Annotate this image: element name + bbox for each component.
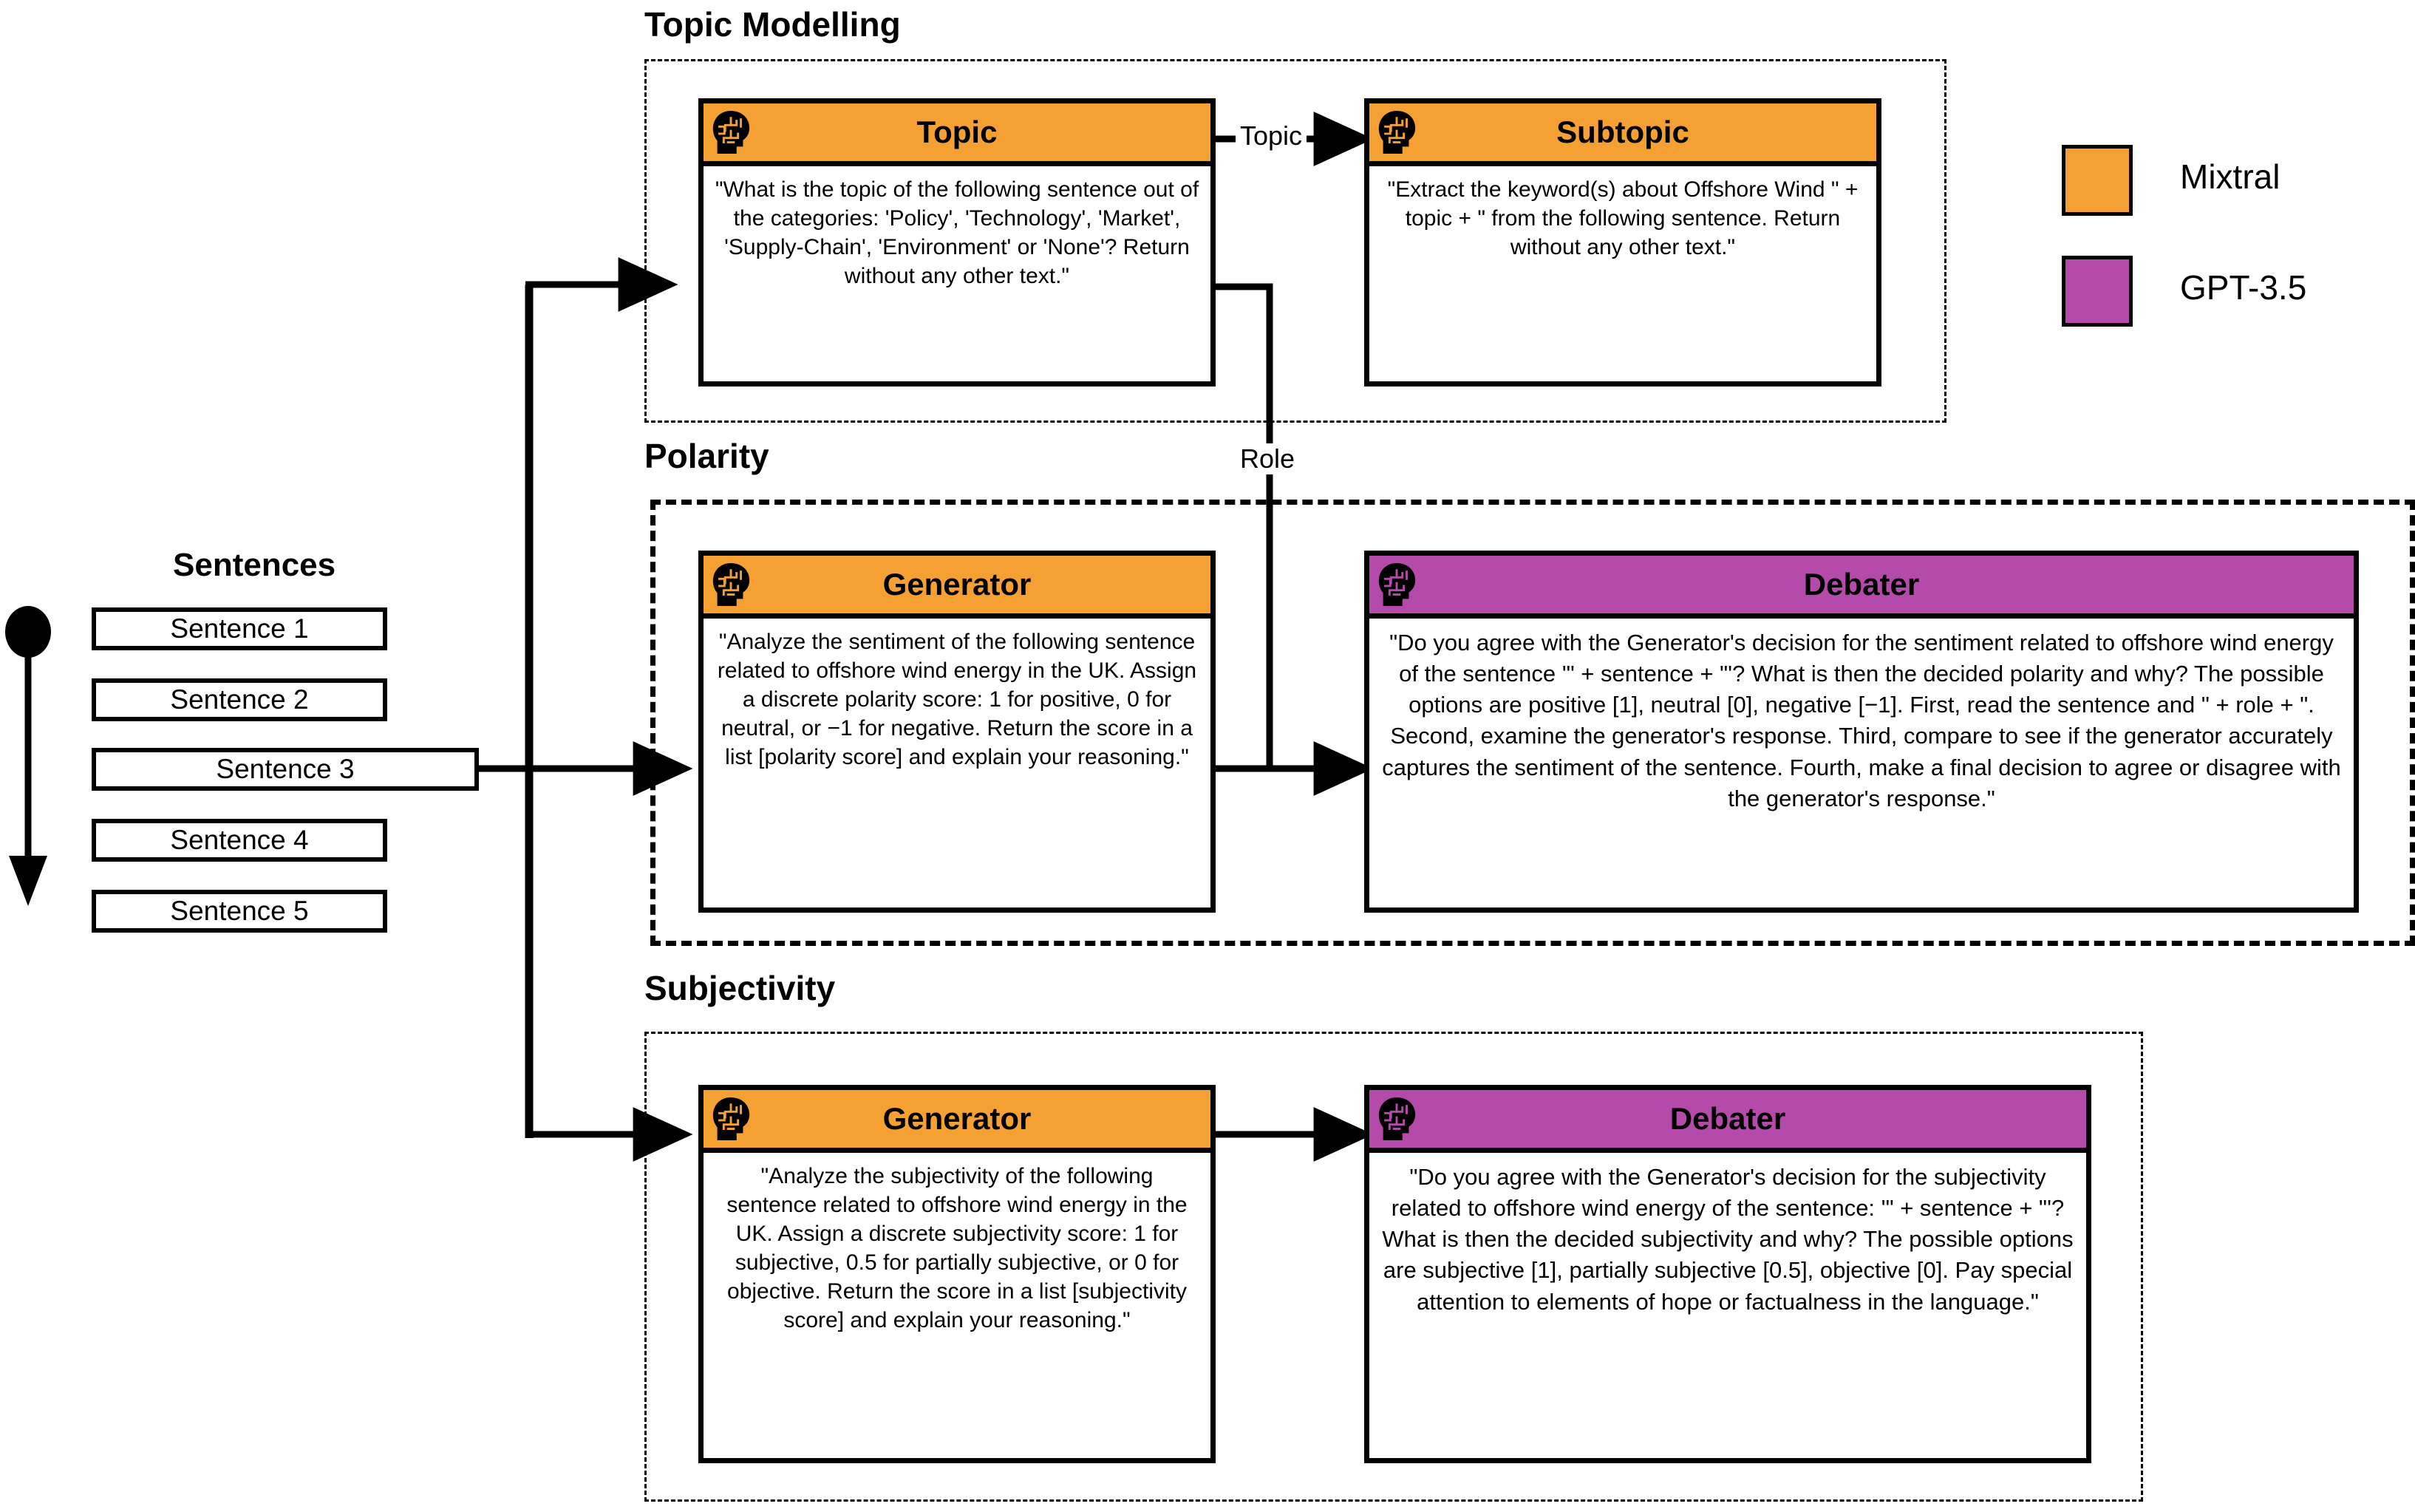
section-box-polarity bbox=[650, 500, 2415, 946]
node-polarity-generator-title: Generator bbox=[882, 567, 1032, 602]
node-polarity-debater-prompt: "Do you agree with the Generator's decis… bbox=[1382, 630, 2341, 811]
ai-head-icon bbox=[1378, 1097, 1416, 1140]
section-title-subjectivity: Subjectivity bbox=[644, 969, 836, 1007]
node-topic-prompt: "What is the topic of the following sent… bbox=[715, 177, 1199, 288]
list-item[interactable]: Sentence 4 bbox=[92, 819, 387, 862]
edge-label-topic: Topic bbox=[1236, 120, 1307, 151]
node-subjectivity-generator-prompt: "Analyze the subjectivity of the followi… bbox=[726, 1164, 1188, 1332]
node-polarity-debater-title: Debater bbox=[1803, 567, 1920, 602]
node-subtopic-title: Subtopic bbox=[1556, 115, 1689, 149]
list-item[interactable]: Sentence 1 bbox=[92, 607, 387, 650]
node-subjectivity-generator-title: Generator bbox=[882, 1101, 1032, 1136]
node-polarity-debater[interactable]: Debater "Do you agree with the Generator… bbox=[1364, 551, 2359, 913]
ai-head-icon bbox=[712, 111, 750, 154]
legend-swatch-gpt bbox=[2062, 256, 2133, 327]
section-title-polarity: Polarity bbox=[644, 437, 769, 475]
node-subjectivity-debater[interactable]: Debater "Do you agree with the Generator… bbox=[1364, 1085, 2091, 1463]
node-topic-header: Topic bbox=[704, 103, 1210, 166]
node-polarity-generator-header: Generator bbox=[704, 556, 1210, 619]
legend-swatch-mixtral bbox=[2062, 145, 2133, 216]
node-polarity-generator-prompt: "Analyze the sentiment of the following … bbox=[717, 630, 1197, 769]
ai-head-icon bbox=[712, 563, 750, 606]
node-subjectivity-debater-prompt: "Do you agree with the Generator's decis… bbox=[1382, 1164, 2074, 1315]
sentence-flow-arrow bbox=[5, 606, 51, 906]
section-title-topic-modelling: Topic Modelling bbox=[644, 5, 901, 44]
node-subtopic-prompt: "Extract the keyword(s) about Offshore W… bbox=[1387, 177, 1859, 259]
edge-label-role: Role bbox=[1236, 443, 1300, 474]
node-polarity-debater-header: Debater bbox=[1369, 556, 2354, 619]
legend-label-mixtral: Mixtral bbox=[2180, 157, 2281, 196]
node-topic[interactable]: Topic "What is the topic of the followin… bbox=[698, 98, 1216, 386]
list-item[interactable]: Sentence 3 bbox=[92, 748, 479, 791]
ai-head-icon bbox=[712, 1097, 750, 1140]
list-item[interactable]: Sentence 5 bbox=[92, 890, 387, 933]
section-box-topic-modelling bbox=[644, 59, 1946, 423]
ai-head-icon bbox=[1378, 563, 1416, 606]
node-subjectivity-generator[interactable]: Generator "Analyze the subjectivity of t… bbox=[698, 1085, 1216, 1463]
node-subjectivity-debater-header: Debater bbox=[1369, 1090, 2086, 1153]
node-subjectivity-generator-header: Generator bbox=[704, 1090, 1210, 1153]
node-subtopic-header: Subtopic bbox=[1369, 103, 1876, 166]
ai-head-icon bbox=[1378, 111, 1416, 154]
node-subtopic[interactable]: Subtopic "Extract the keyword(s) about O… bbox=[1364, 98, 1881, 386]
sentences-title: Sentences bbox=[173, 547, 336, 583]
section-box-subjectivity bbox=[644, 1032, 2143, 1502]
list-item[interactable]: Sentence 2 bbox=[92, 678, 387, 721]
node-topic-title: Topic bbox=[916, 115, 998, 149]
node-polarity-generator[interactable]: Generator "Analyze the sentiment of the … bbox=[698, 551, 1216, 913]
node-subjectivity-debater-title: Debater bbox=[1669, 1101, 1786, 1136]
legend-label-gpt: GPT-3.5 bbox=[2180, 268, 2307, 307]
